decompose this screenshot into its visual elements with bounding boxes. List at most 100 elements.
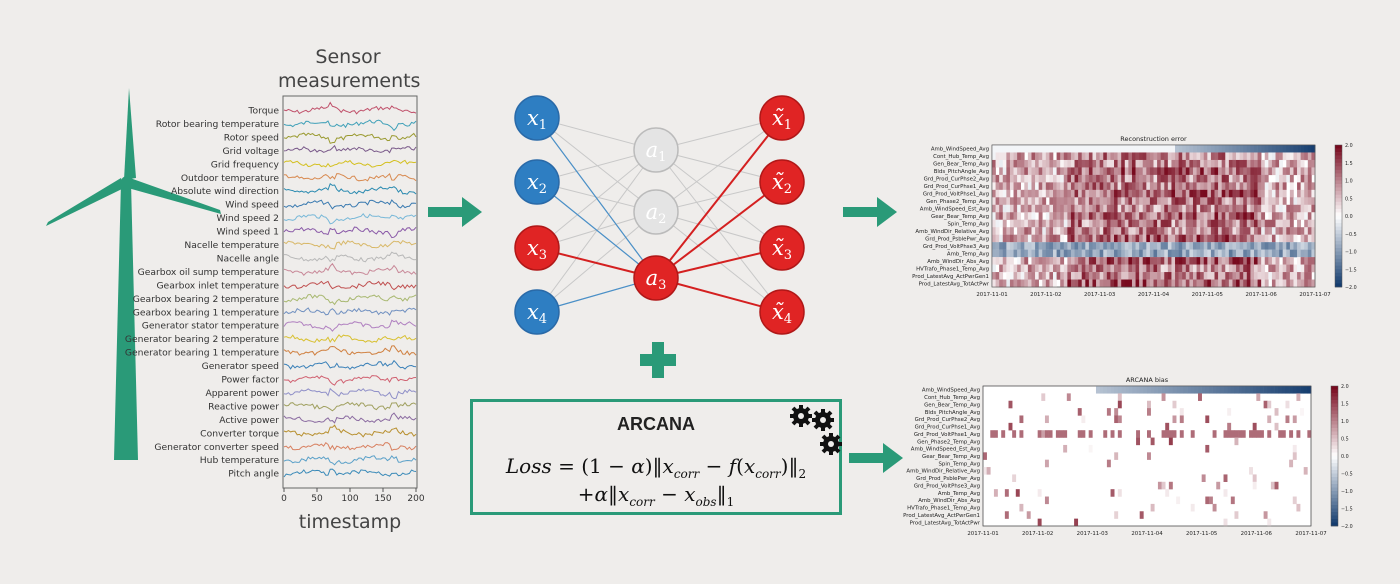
sensor-line (283, 183, 417, 195)
output-node-2: x̃2 (759, 159, 805, 205)
sensor-label: Power factor (221, 375, 279, 386)
sensor-label: Wind speed 1 (216, 227, 279, 238)
heatmap-row-label: Blds_PitchAngle_Avg (925, 410, 980, 416)
heatmap-row-label: Prod_LatestAvg_TotActPwr (919, 281, 990, 287)
sensor-label: Hub temperature (200, 455, 280, 466)
sensor-label: Gearbox inlet temperature (156, 280, 279, 291)
svg-text:x̃1: x̃1 (772, 106, 792, 133)
sensor-tick-label: 200 (407, 494, 424, 504)
heatmap-xtick-label: 2017-11-02 (1022, 531, 1053, 537)
svg-text:x̃4: x̃4 (772, 300, 792, 327)
heatmap-row-label: Amb_WindDir_Relative_Avg (915, 229, 989, 235)
heatmap-xtick-label: 2017-11-04 (1138, 292, 1170, 298)
hidden-node-a2: a2 (633, 189, 679, 235)
heatmap-row-label: Amb_WindSpeed_Est_Avg (911, 447, 980, 453)
sensor-title-line1: Sensor (315, 46, 381, 68)
heatmap-row-label: Cont_Hub_Temp_Avg (924, 395, 980, 401)
heatmap-xtick-label: 2017-11-02 (1030, 292, 1061, 298)
colorbar-tick-label: 2.0 (1345, 143, 1353, 149)
sensor-line (283, 401, 417, 412)
sensor-label: Outdoor temperature (181, 173, 280, 184)
heatmap-row-label: Grd_Prod_CurPhse2_Avg (915, 417, 980, 423)
sensor-line (283, 424, 417, 438)
sensor-lines (283, 101, 417, 478)
colorbar-tick-label: 2.0 (1341, 384, 1349, 390)
sensor-label: Gearbox oil sump temperature (138, 267, 280, 278)
heatmap-title: Reconstruction error (1120, 135, 1187, 143)
sensor-line (283, 307, 417, 316)
colorbar-tick-label: 0.0 (1341, 454, 1349, 460)
svg-text:x3: x3 (527, 236, 547, 263)
arrow-icon (428, 197, 482, 227)
sensor-label: Generator speed (202, 361, 279, 372)
sensor-label: Wind speed 2 (216, 213, 279, 224)
colorbar-tick-label: −0.5 (1341, 472, 1353, 478)
heatmap-xtick-label: 2017-11-05 (1186, 531, 1217, 537)
sensor-line (283, 441, 417, 451)
input-node-x1: x1 (514, 95, 560, 141)
hidden-node-a3: a3 (633, 255, 679, 301)
input-node-x4: x4 (514, 289, 560, 335)
sensor-label: Wind speed (225, 200, 279, 211)
svg-text:x1: x1 (527, 106, 547, 133)
colorbar-tick-label: −2.0 (1341, 524, 1353, 530)
heatmap-row-label: Gen_Phase2_Temp_Avg (917, 439, 980, 445)
sensor-label: Torque (247, 106, 279, 117)
arrow-icon (843, 197, 897, 227)
heatmap-row-label: HVTrafo_Phase1_Temp_Avg (916, 266, 989, 272)
sensor-label: Generator converter speed (154, 442, 279, 453)
sensor-label: Nacelle temperature (184, 240, 279, 251)
heatmap-xtick-label: 2017-11-01 (976, 292, 1007, 298)
sensor-line (283, 359, 417, 371)
heatmap-row-label: Grd_Prod_CurPhse1_Avg (924, 184, 989, 190)
sensor-line (283, 375, 417, 386)
sensor-label: Active power (219, 415, 279, 426)
sensor-line (283, 280, 417, 291)
heatmap-row-label: Amb_Temp_Avg (947, 251, 989, 257)
arcana-formula-line2: +α‖xcorr − xobs‖1 (577, 482, 735, 509)
sensor-label: Pitch angle (228, 469, 279, 480)
sensor-line (283, 319, 417, 332)
colorbar-tick-label: −1.5 (1345, 267, 1357, 273)
sensor-label: Nacelle angle (217, 253, 280, 264)
sensor-tick-label: 100 (341, 494, 358, 504)
heatmap-row-label: HVTrafo_Phase1_Temp_Avg (907, 506, 980, 512)
svg-text:x2: x2 (527, 170, 547, 197)
sensor-label: Generator bearing 1 temperature (125, 348, 279, 359)
sensor-line (283, 387, 417, 400)
sensor-line (283, 226, 417, 239)
svg-text:a2: a2 (646, 200, 667, 227)
heatmap-row-label: Grd_Prod_CurPhse2_Avg (924, 177, 989, 183)
heatmap-xtick-label: 2017-11-07 (1299, 292, 1330, 298)
svg-text:a3: a3 (646, 266, 667, 293)
heatmap-xtick-label: 2017-11-07 (1295, 531, 1326, 537)
colorbar-tick-label: 1.0 (1345, 179, 1353, 185)
sensor-xlabel: timestamp (298, 511, 402, 533)
heatmap-row-label: Prod_LatestAvg_TotActPwr (910, 520, 981, 526)
heatmap-row-label: Gen_Phase2_Temp_Avg (926, 199, 989, 205)
sensor-line (283, 293, 417, 306)
heatmap-row-label: Grd_Prod_CurPhse1_Avg (915, 425, 980, 431)
colorbar-tick-label: −1.5 (1341, 507, 1353, 513)
sensor-tick-label: 0 (281, 494, 287, 504)
plus-icon (640, 342, 676, 378)
sensor-line (283, 199, 417, 210)
sensor-label: Gearbox bearing 1 temperature (133, 307, 280, 318)
colorbar-tick-label: 0.5 (1341, 437, 1349, 443)
svg-text:x4: x4 (527, 300, 547, 327)
heatmap-row-label: Gear_Bear_Temp_Avg (922, 454, 980, 460)
sensor-line (283, 132, 417, 144)
sensor-line (283, 119, 417, 132)
colorbar-tick-label: −1.0 (1345, 250, 1357, 256)
heatmap-row-label: Grd_Prod_VoltPhse3_Avg (914, 483, 980, 489)
heatmap-row-label: Amb_WindDir_Relative_Avg (906, 469, 980, 475)
heatmap-row-label: Amb_WindDir_Abs_Avg (918, 498, 980, 504)
sensor-line (283, 159, 417, 168)
output-node-1: x̃1 (759, 95, 805, 141)
sensor-line (283, 213, 417, 225)
heatmap-row-label: Gen_Bear_Temp_Avg (924, 402, 980, 408)
sensor-line (283, 468, 417, 478)
